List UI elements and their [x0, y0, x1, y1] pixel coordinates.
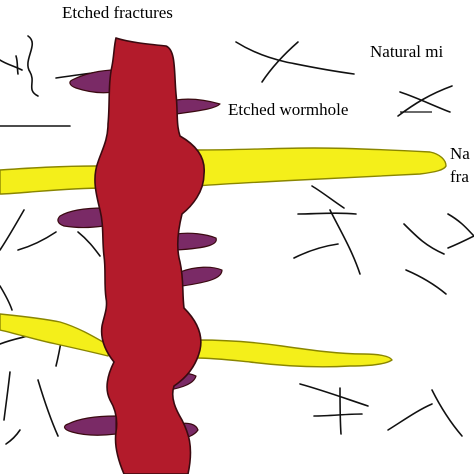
microfracture: [313, 413, 363, 417]
microfracture: [297, 212, 357, 215]
microfracture: [399, 91, 451, 113]
microfracture: [17, 231, 57, 251]
microfracture: [299, 383, 369, 407]
natural-fractures: [0, 147, 447, 368]
microfracture: [37, 379, 59, 437]
microfracture: [27, 35, 39, 97]
natural-microfractures: [0, 35, 474, 445]
etched-fracture: [179, 266, 223, 287]
etched-fracture: [63, 415, 117, 436]
microfracture: [293, 243, 339, 259]
label-natural-fractures-line1: Na: [450, 144, 470, 163]
microfracture: [235, 41, 355, 75]
natural-fracture-upper-right: [195, 147, 447, 187]
etched-fracture: [175, 98, 221, 115]
microfracture: [339, 387, 342, 435]
microfracture: [447, 213, 474, 237]
microfracture: [15, 55, 19, 75]
label-etched-wormhole: Etched wormhole: [228, 100, 348, 119]
microfracture: [261, 41, 299, 83]
microfracture: [5, 429, 21, 445]
etched-fracture: [57, 207, 105, 229]
microfracture: [447, 235, 474, 249]
label-natural-fractures-line2: fra: [450, 167, 469, 186]
etched-fracture: [175, 232, 217, 251]
microfracture: [403, 223, 445, 255]
microfracture: [0, 59, 23, 71]
microfracture: [311, 185, 345, 209]
microfracture: [0, 285, 13, 311]
natural-fracture-lower-right: [197, 339, 393, 368]
etched-wormhole: [94, 37, 205, 474]
microfracture: [397, 85, 453, 117]
etched-fracture: [69, 69, 117, 94]
microfracture: [329, 209, 361, 275]
microfracture: [0, 335, 29, 345]
microfracture: [77, 231, 101, 257]
microfracture: [0, 209, 25, 251]
natural-fracture-lower-left: [0, 313, 111, 357]
microfracture: [431, 389, 463, 437]
microfracture: [405, 269, 447, 295]
label-natural-microfractures: Natural mi: [370, 42, 443, 61]
microfracture: [3, 371, 11, 421]
microfracture: [387, 403, 433, 431]
label-etched-fractures: Etched fractures: [62, 3, 173, 22]
natural-fracture-upper: [0, 165, 105, 195]
